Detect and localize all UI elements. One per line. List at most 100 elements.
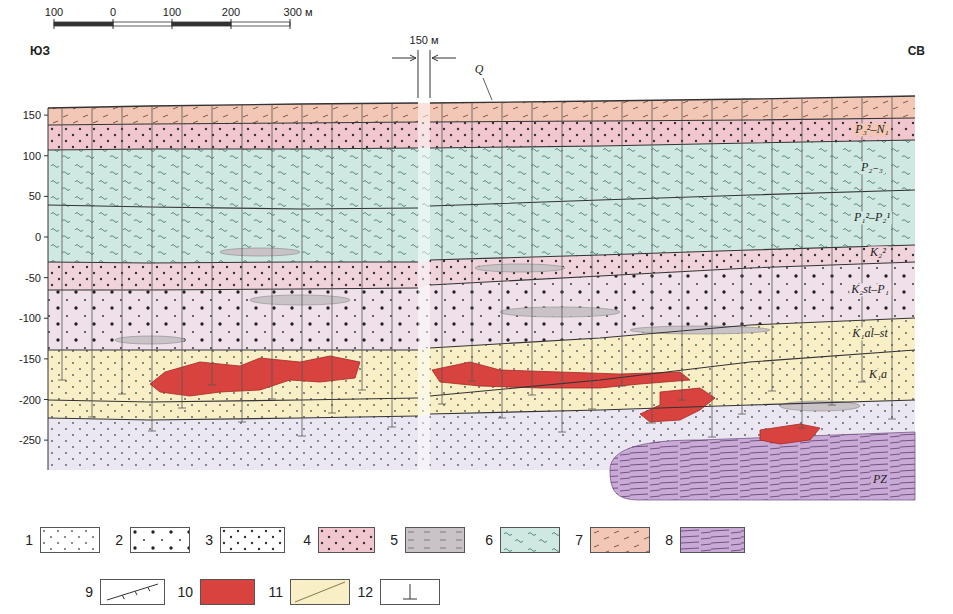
legend-number: 9 [85, 584, 93, 600]
scale-label: 100 [45, 6, 63, 18]
swatch-texture [501, 528, 559, 552]
borehole [92, 107, 93, 417]
basement-body [610, 432, 915, 500]
borehole-end [268, 399, 276, 400]
legend-swatch [318, 527, 375, 553]
legend-swatch [100, 579, 165, 605]
borehole-end [88, 417, 96, 418]
borehole-end [328, 413, 336, 414]
leader-line [483, 78, 492, 100]
legend-number: 8 [665, 532, 673, 548]
swatch-pattern [101, 580, 164, 604]
gap-arrow [392, 55, 416, 61]
borehole-end [388, 427, 396, 428]
gap-arrow [432, 55, 456, 61]
borehole [302, 104, 303, 436]
stratum-boundary [48, 122, 418, 125]
borehole-end [588, 409, 596, 410]
clay-lens [115, 336, 185, 344]
swatch-texture [591, 528, 649, 552]
scale-tick [172, 19, 173, 29]
swatch-pattern [291, 580, 349, 604]
borehole [242, 105, 243, 422]
swatch-pattern [131, 528, 189, 552]
swatch-texture [131, 528, 189, 552]
section-gap [418, 90, 430, 475]
elevation-label: 50 [29, 190, 41, 202]
stratum-boundary [430, 262, 915, 285]
borehole-end [738, 414, 746, 415]
section-label: 150 м [410, 34, 439, 46]
legend-swatch [500, 527, 560, 553]
borehole-end [558, 432, 566, 433]
stratum-boundary [48, 416, 418, 420]
axis-tick [44, 399, 48, 400]
stratum-boundary [48, 398, 418, 402]
swatch-texture [319, 528, 374, 552]
borehole-end [708, 437, 716, 438]
scale-label: 300 м [284, 6, 313, 18]
clay-lens [220, 248, 300, 256]
legend-swatch [200, 579, 255, 605]
borehole [362, 103, 363, 390]
borehole-end [358, 390, 366, 391]
swatch-pattern [406, 528, 464, 552]
borehole-end [148, 431, 156, 432]
stratum-boundary [48, 148, 418, 150]
scale-segment [113, 22, 172, 26]
legend-number: 6 [485, 532, 493, 548]
legend-number: 3 [205, 532, 213, 548]
legend-swatch [130, 527, 190, 553]
borehole-end [298, 436, 306, 437]
borehole-end [618, 386, 626, 387]
axis-tick [44, 237, 48, 238]
borehole-end [768, 391, 776, 392]
elevation-label: -250 [19, 434, 41, 446]
borehole-end [678, 400, 686, 401]
borehole [832, 98, 833, 405]
ore-body [150, 356, 360, 396]
boundary-sample [107, 584, 158, 600]
stratum-boundary [48, 288, 418, 290]
legend-swatch [40, 527, 100, 553]
borehole-end [178, 408, 186, 409]
borehole [682, 100, 683, 400]
boreholes [58, 96, 896, 437]
legend-swatch [290, 579, 350, 605]
borehole-end [798, 428, 806, 429]
stratum-boundary [430, 140, 915, 148]
borehole-end [118, 394, 126, 395]
stratum-boundary [48, 103, 418, 108]
stratum-index: K₁al–st [850, 327, 890, 340]
stratum-index: K₁a [867, 368, 889, 381]
clay-lens [250, 295, 350, 305]
stratum-index: P₃²–N₁ [853, 123, 890, 136]
axis-tick [44, 115, 48, 116]
boundary-sample [295, 582, 345, 602]
section-label: ЮЗ [30, 45, 50, 58]
legend-number: 11 [268, 584, 283, 600]
stratum-boundary [430, 118, 915, 122]
clay-lens [630, 326, 770, 334]
borehole [502, 102, 503, 418]
borehole [742, 99, 743, 414]
borehole [562, 101, 563, 432]
stratum-boundary [430, 318, 915, 348]
stratum-texture [48, 318, 915, 420]
elevation-label: -50 [25, 272, 41, 284]
borehole [122, 107, 123, 394]
stratum-index: K₂st–P₁ [849, 283, 891, 296]
borehole [532, 102, 533, 395]
borehole-sample [403, 599, 417, 600]
gap-marker [430, 50, 431, 98]
legend-number: 5 [390, 532, 398, 548]
stratum-index: P₂₋₃ [859, 161, 885, 174]
swatch-pattern [681, 528, 744, 552]
elevation-label: 150 [23, 109, 41, 121]
borehole [892, 96, 893, 419]
swatch-pattern [319, 528, 374, 552]
swatch-texture [41, 528, 99, 552]
